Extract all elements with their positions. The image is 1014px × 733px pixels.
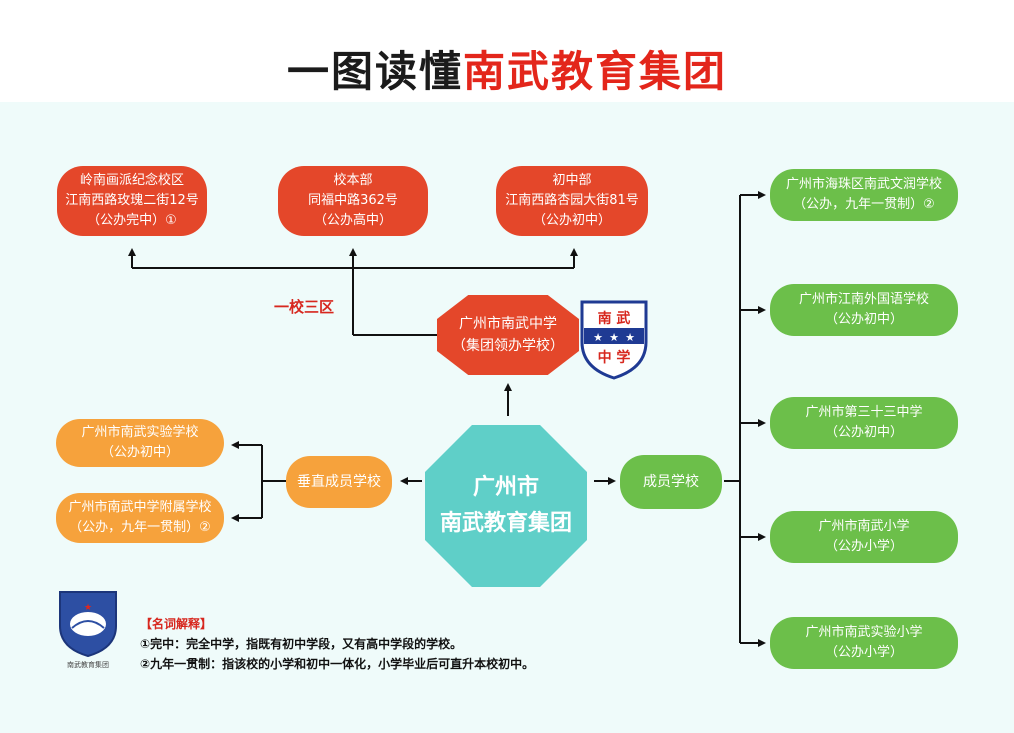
school-name: 广州市南武实验小学 — [805, 625, 923, 640]
school-name: 广州市南武中学附属学校 — [68, 500, 212, 515]
glossary-title: 【名词解释】 — [140, 617, 213, 631]
school-name: 广州市海珠区南武文润学校 — [785, 177, 942, 192]
svg-text:★: ★ — [625, 331, 635, 344]
vertical-school-2: 广州市南武中学附属学校 （公办，九年一贯制）② — [56, 493, 224, 543]
group-city: 广州市 — [472, 475, 539, 500]
group-logo-icon: ★ — [59, 591, 117, 658]
member-school-4: 广州市南武小学 （公办小学） — [770, 511, 958, 563]
vertical-school-1: 广州市南武实验学校 （公办初中） — [56, 419, 224, 467]
school-name: 广州市第三十三中学 — [805, 405, 923, 420]
svg-text:★: ★ — [593, 331, 603, 344]
school-type: （公办初中） — [824, 312, 903, 327]
campus-name: 岭南画派纪念校区 — [79, 173, 184, 188]
badge-top-text: 南 武 — [598, 310, 631, 327]
campus-address: 江南西路杏园大街81号 — [505, 193, 639, 208]
campus-address: 江南西路玫瑰二街12号 — [65, 193, 199, 208]
glossary: 【名词解释】 ①完中：完全中学，指既有初中学段，又有高中学段的学校。 ②九年一贯… — [140, 614, 534, 674]
glossary-item-2: ②九年一贯制：指该校的小学和初中一体化，小学毕业后可直升本校初中。 — [140, 657, 535, 671]
campus-junior: 初中部 江南西路杏园大街81号 （公办初中） — [496, 166, 648, 236]
campus-address: 同福中路362号 — [308, 193, 398, 208]
campus-name: 校本部 — [333, 173, 373, 188]
campus-type: （公办高中） — [313, 213, 392, 228]
campus-type: （公办初中） — [532, 213, 611, 228]
leading-school-role: （集团领办学校） — [452, 338, 564, 354]
school-type: （公办小学） — [824, 645, 903, 660]
campus-name: 初中部 — [552, 173, 592, 188]
member-school-3: 广州市第三十三中学 （公办初中） — [770, 397, 958, 449]
school-type: （公办小学） — [824, 539, 903, 554]
school-name: 广州市南武实验学校 — [81, 425, 199, 440]
school-type: （公办，九年一贯制）② — [793, 197, 935, 212]
member-school-1: 广州市海珠区南武文润学校 （公办，九年一贯制）② — [770, 169, 958, 221]
glossary-item-1: ①完中：完全中学，指既有初中学段，又有高中学段的学校。 — [140, 637, 463, 651]
member-school-2: 广州市江南外国语学校 （公办初中） — [770, 284, 958, 336]
svg-text:★: ★ — [609, 331, 619, 344]
school-type: （公办初中） — [100, 445, 179, 460]
vertical-member-label: 垂直成员学校 — [286, 456, 392, 508]
campus-lingnan: 岭南画派纪念校区 江南西路玫瑰二街12号 （公办完中）① — [57, 166, 207, 236]
group-name: 南武教育集团 — [439, 511, 572, 536]
school-type: （公办，九年一贯制）② — [69, 520, 211, 535]
campus-main: 校本部 同福中路362号 （公办高中） — [278, 166, 428, 236]
title-highlight: 南武教育集团 — [463, 47, 728, 96]
title-prefix: 一图读懂 — [286, 47, 463, 96]
school-name: 广州市南武小学 — [818, 519, 910, 534]
badge-bottom-text: 中 学 — [598, 349, 631, 366]
campus-type: （公办完中）① — [87, 213, 177, 228]
campus-label: 一校三区 — [274, 298, 335, 316]
school-type: （公办初中） — [824, 425, 903, 440]
leading-school: 广州市南武中学 （集团领办学校） — [437, 295, 579, 375]
group-logo-caption: 南武教育集团 — [67, 661, 109, 669]
member-label: 成员学校 — [620, 455, 722, 509]
group-center: 广州市 南武教育集团 — [425, 425, 587, 587]
school-name: 广州市江南外国语学校 — [798, 292, 929, 307]
shield-icon: 南 武 中 学 ★ ★ ★ — [580, 300, 648, 380]
vertical-member-label-text: 垂直成员学校 — [297, 474, 381, 490]
member-label-text: 成员学校 — [643, 474, 699, 490]
svg-text:★: ★ — [84, 603, 92, 613]
page-title: 一图读懂南武教育集团 — [0, 38, 1014, 99]
leading-school-name: 广州市南武中学 — [459, 316, 557, 332]
member-school-5: 广州市南武实验小学 （公办小学） — [770, 617, 958, 669]
